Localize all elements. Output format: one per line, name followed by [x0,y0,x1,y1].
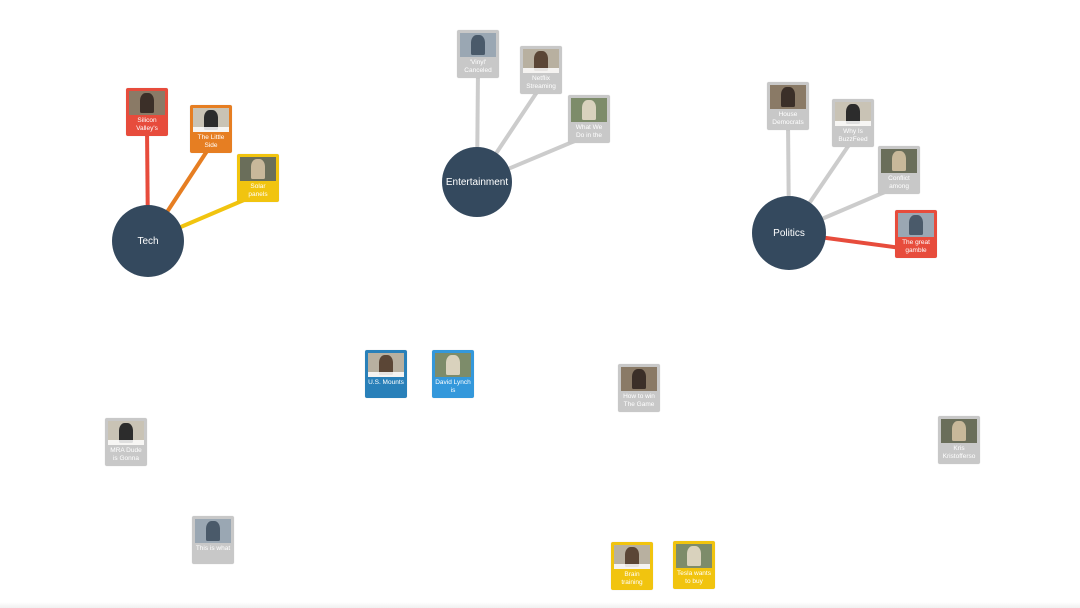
story-card[interactable]: This is what [192,516,234,564]
story-card[interactable]: The great gamble [895,210,937,258]
solar-panel-thumbnail [240,157,276,181]
story-card[interactable]: House Democrats [767,82,809,130]
brain-thumbnail [614,545,650,569]
story-label: The great gamble [898,239,934,255]
crowd-thumbnail [770,85,806,109]
hub-entertainment[interactable]: Entertainment [442,147,512,217]
group-thumbnail [571,98,607,122]
story-label: This is what [195,545,231,561]
hub-tech[interactable]: Tech [112,205,184,277]
story-card[interactable]: David Lynch is [432,350,474,398]
story-card[interactable]: What We Do in the [568,95,610,143]
portrait-thumbnail [435,353,471,377]
story-card[interactable]: 'Vinyl' Canceled [457,30,499,78]
hub-label: Entertainment [446,177,508,188]
hub-label: Tech [137,236,158,247]
person-thumbnail [108,421,144,445]
story-card[interactable]: Why Is BuzzFeed [832,99,874,147]
story-label: David Lynch is [435,379,471,395]
story-label: MRA Dude is Gonna [108,447,144,463]
car-thumbnail [676,544,712,568]
portrait-thumbnail [195,519,231,543]
story-card[interactable]: Silicon Valley's [126,88,168,136]
story-label: Why Is BuzzFeed [835,128,871,144]
bottom-fade [0,602,1080,608]
story-card[interactable]: Tesla wants to buy [673,541,715,589]
chart-thumbnail [898,213,934,237]
story-card[interactable]: Solar panels [237,154,279,202]
sea-thumbnail [368,353,404,377]
portrait-thumbnail [621,367,657,391]
story-label: How to win The Game [621,393,657,409]
story-label: The Little Side [193,134,229,150]
person-thumbnail [941,419,977,443]
story-card[interactable]: The Little Side [190,105,232,153]
hub-politics[interactable]: Politics [752,196,826,270]
story-label: Tesla wants to buy [676,570,712,586]
story-card[interactable]: How to win The Game [618,364,660,412]
hub-label: Politics [773,228,805,239]
story-label: U.S. Mounts [368,379,404,395]
scene-thumbnail [460,33,496,57]
story-label: Conflict among [881,175,917,191]
story-card[interactable]: Conflict among [878,146,920,194]
headline-thumbnail [835,102,871,126]
portrait-thumbnail [193,108,229,132]
story-label: Netflix Streaming [523,75,559,91]
group-thumbnail [881,149,917,173]
story-label: 'Vinyl' Canceled [460,59,496,75]
article-thumbnail [523,49,559,73]
story-card[interactable]: Netflix Streaming [520,46,562,94]
story-label: Silicon Valley's [129,117,165,133]
story-label: Solar panels [240,183,276,199]
story-label: House Democrats [770,111,806,127]
story-card[interactable]: Brain training [611,542,653,590]
food-photo-thumbnail [129,91,165,115]
story-card[interactable]: Kris Kristofferso [938,416,980,464]
story-card[interactable]: MRA Dude is Gonna [105,418,147,466]
story-label: What We Do in the [571,124,607,140]
story-label: Kris Kristofferso [941,445,977,461]
story-card[interactable]: U.S. Mounts [365,350,407,398]
story-label: Brain training [614,571,650,587]
